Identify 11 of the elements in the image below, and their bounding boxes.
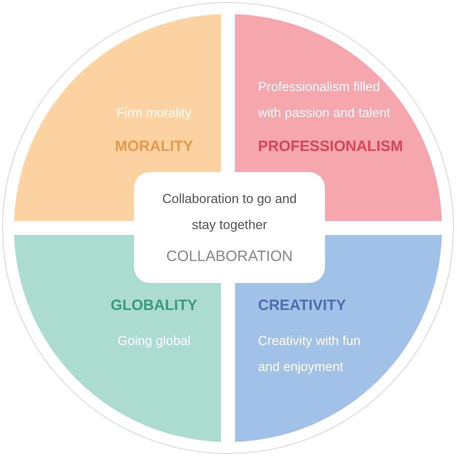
- value-description: Firm morality: [116, 104, 192, 122]
- value-title: PROFESSIONALISM: [258, 137, 404, 157]
- center-card: [134, 172, 325, 283]
- value-title: GLOBALITY: [110, 296, 198, 316]
- value-title: CREATIVITY: [258, 296, 346, 316]
- value-description: Collaboration to go and stay together: [161, 190, 298, 234]
- value-description: Professionalism filled with passion and talent: [258, 78, 392, 122]
- value-title: COLLABORATION: [166, 247, 293, 268]
- value-description: Creativity with fun and enjoyment: [258, 332, 362, 376]
- value-title: MORALITY: [114, 137, 194, 157]
- value-description: Going global: [118, 332, 190, 350]
